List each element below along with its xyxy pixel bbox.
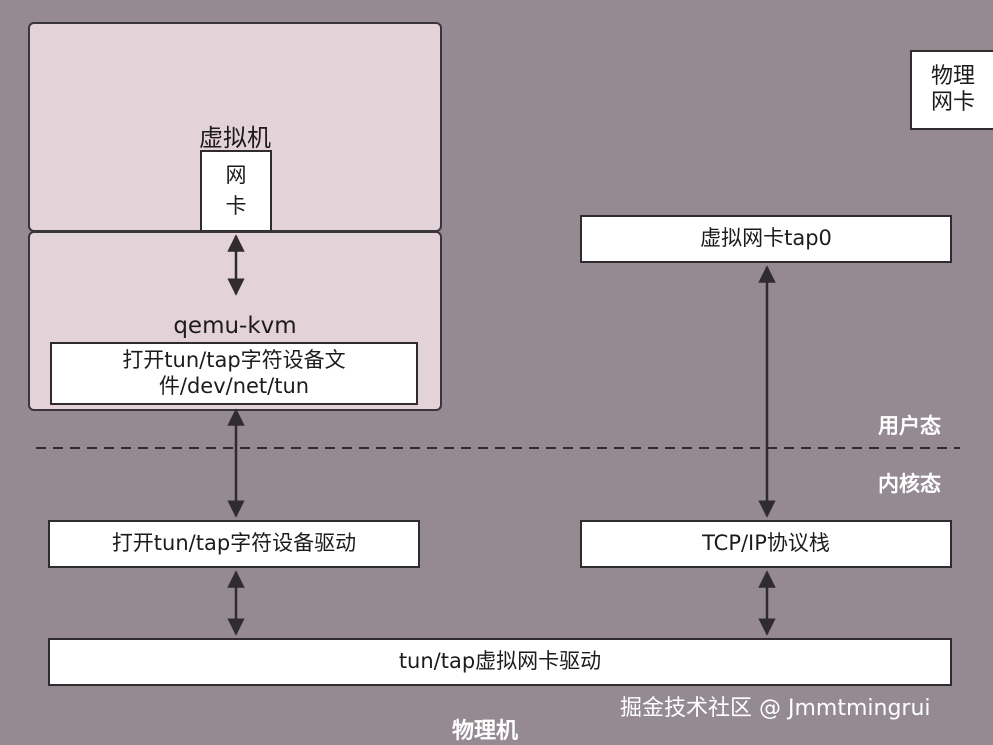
- tcpip-stack-box: TCP/IP协议栈: [580, 520, 952, 568]
- char-driver-box: 打开tun/tap字符设备驱动: [48, 520, 420, 568]
- tun-tap-driver-box: tun/tap虚拟网卡驱动: [48, 638, 952, 686]
- vm-nic-line1: 网: [225, 162, 247, 187]
- physical-nic-line1: 物理: [930, 63, 975, 89]
- tap0-box: 虚拟网卡tap0: [580, 215, 952, 263]
- qemu-title: qemu-kvm: [173, 313, 297, 339]
- open-char-file-box: 打开tun/tap字符设备文 件/dev/net/tun: [50, 342, 418, 405]
- kernel-space-label: 内核态: [878, 472, 941, 496]
- user-space-label: 用户态: [878, 414, 941, 438]
- physical-nic-line2: 网卡: [930, 90, 975, 115]
- physical-nic-box: 物理 网卡: [910, 50, 993, 130]
- vm-title: 虚拟机: [199, 124, 271, 152]
- open-char-file-line1: 打开tun/tap字符设备文: [122, 348, 346, 373]
- host-label: 物理机: [452, 719, 519, 744]
- watermark: 掘金技术社区 @ Jmmtmingrui: [620, 696, 931, 721]
- vm-nic-line2: 卡: [225, 194, 247, 218]
- open-char-file-line2: 件/dev/net/tun: [158, 373, 310, 398]
